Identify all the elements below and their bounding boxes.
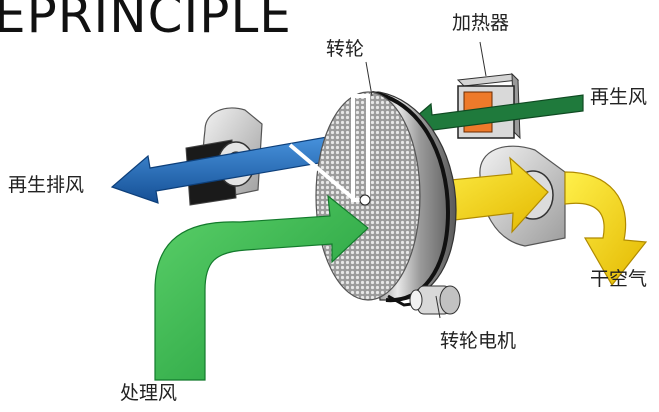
label-rotor: 转轮 — [326, 38, 365, 60]
label-regen-exhaust: 再生排风 — [8, 174, 85, 196]
rotor-motor — [387, 285, 461, 315]
page-title: EPRINCIPLE — [0, 0, 292, 44]
label-process-air: 处理风 — [120, 382, 178, 404]
label-regen-air: 再生风 — [590, 86, 648, 108]
label-rotor-motor: 转轮电机 — [440, 330, 517, 352]
leader-lines — [365, 41, 487, 319]
dry-air-outlet-arrow — [564, 171, 648, 287]
process-air-arrow — [154, 194, 369, 381]
label-heater: 加热器 — [452, 12, 510, 34]
label-dry-air: 干空气 — [590, 268, 648, 290]
